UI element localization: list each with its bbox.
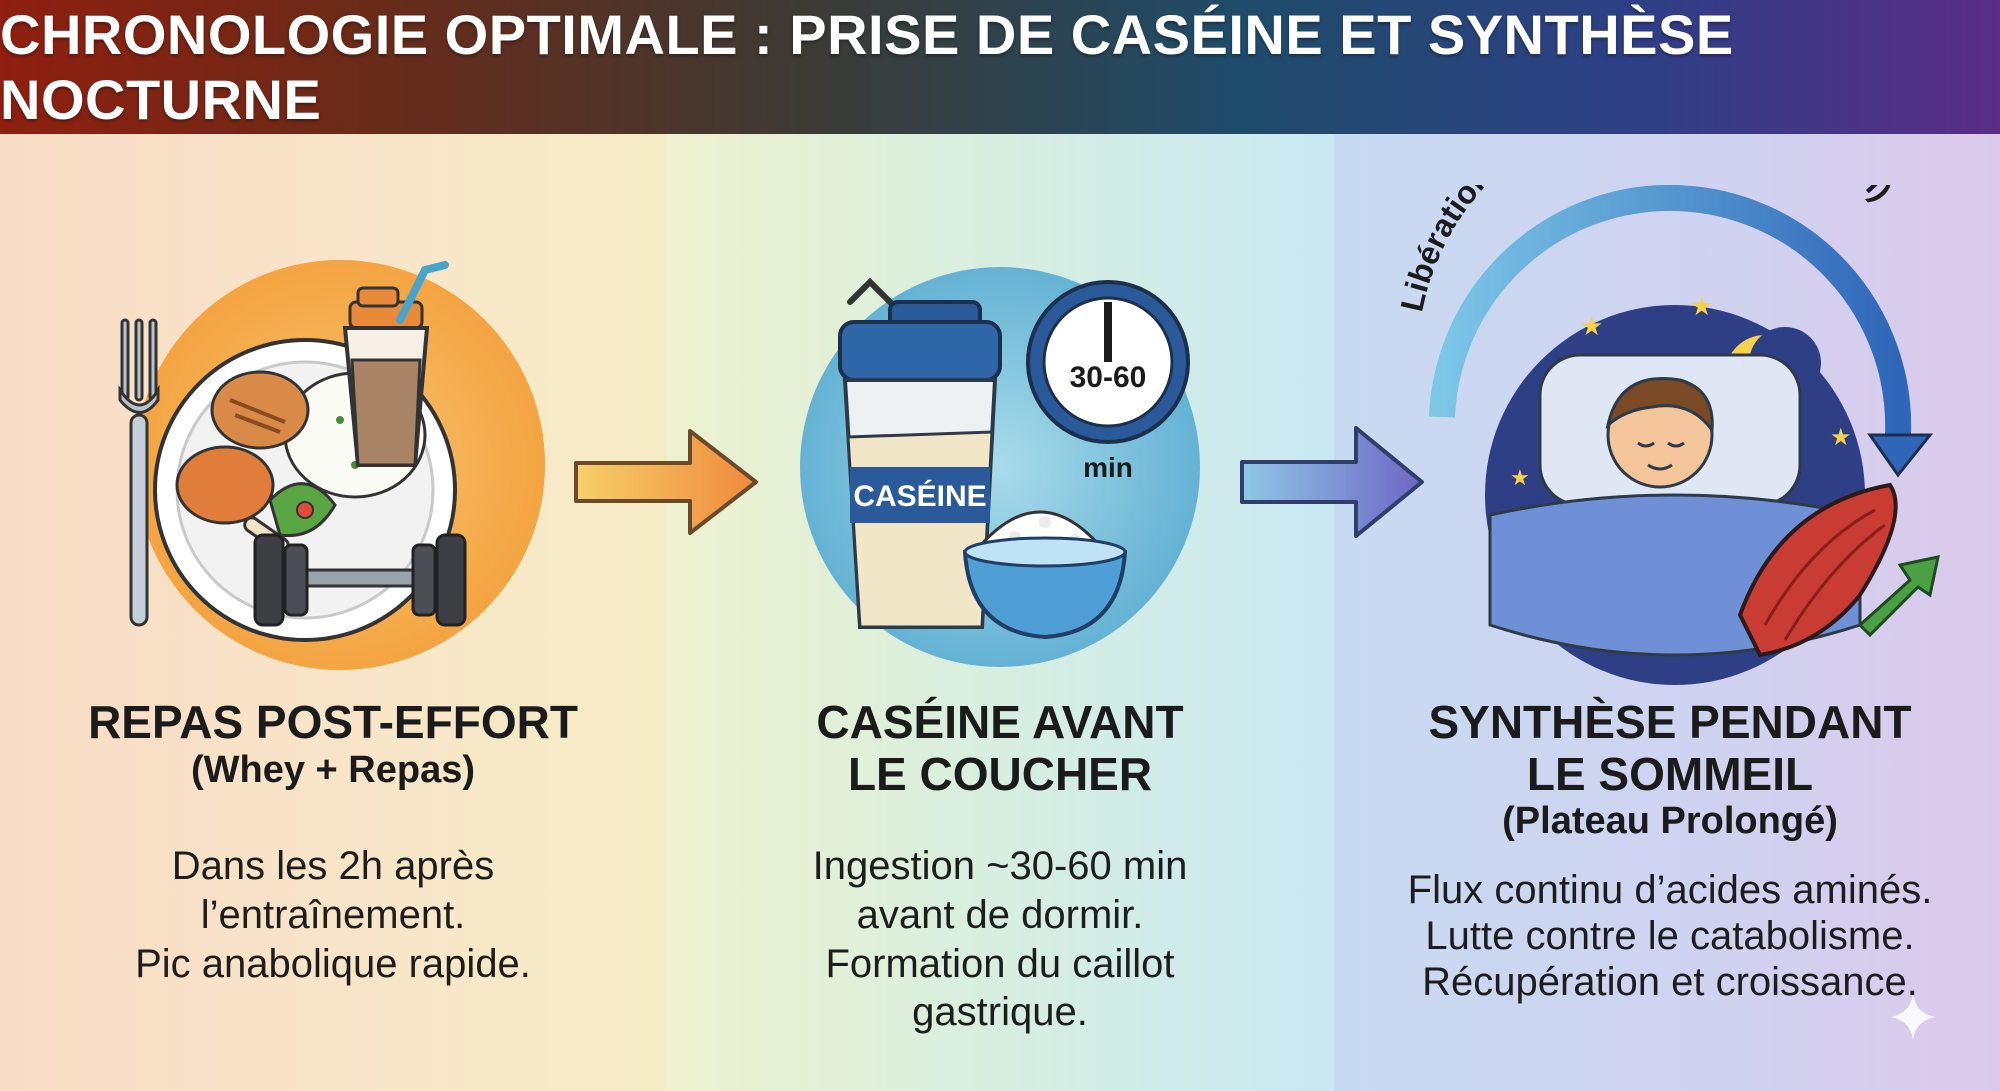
step-2-title-line: CASÉINE AVANT — [816, 696, 1184, 748]
timer-label: 30-60 — [1070, 361, 1147, 394]
step-3-title: SYNTHÈSE PENDANT LE SOMMEIL (Plateau Pro… — [1360, 696, 1980, 843]
step-3-title-line: SYNTHÈSE PENDANT — [1428, 696, 1912, 748]
svg-text:★: ★ — [1690, 291, 1713, 321]
step-2-title: CASÉINE AVANT LE COUCHER — [706, 696, 1294, 800]
step-3-title-line: LE SOMMEIL — [1526, 747, 1814, 800]
timer-unit: min — [1083, 452, 1133, 483]
step-3-desc-line: Lutte contre le catabolisme. — [1425, 914, 1915, 958]
step-2-desc-line: gastrique. — [912, 990, 1088, 1035]
fork-icon — [118, 318, 160, 627]
header-banner: CHRONOLOGIE OPTIMALE : PRISE DE CASÉINE … — [0, 0, 2000, 134]
post-workout-meal-illustration — [118, 260, 545, 670]
step-arrow-1 — [574, 429, 758, 535]
step-1-desc-line: Dans les 2h après — [171, 844, 495, 888]
step-1-title: REPAS POST-EFFORT (Whey + Repas) — [40, 696, 626, 791]
step-2-description: Ingestion ~30-60 min avant de dormir. Fo… — [706, 842, 1294, 1037]
step-1-desc-line: l’entraînement. — [200, 892, 466, 937]
shaker-icon: CASÉINE — [838, 277, 1002, 629]
casein-illustration: CASÉINE 30-60 min — [800, 267, 1200, 667]
svg-text:★: ★ — [1510, 465, 1530, 490]
timer-icon: 30-60 min — [1026, 280, 1190, 483]
step-3-description: Flux continu d’acides aminés. Lutte cont… — [1360, 867, 1980, 1005]
sparkle-icon — [1890, 994, 1936, 1040]
page-title: CHRONOLOGIE OPTIMALE : PRISE DE CASÉINE … — [0, 3, 1734, 131]
step-3-desc-line: Récupération et croissance. — [1422, 960, 1918, 1004]
step-1-subtitle: (Whey + Repas) — [190, 748, 476, 791]
step-3-subtitle: (Plateau Prolongé) — [1502, 800, 1838, 843]
step-1-desc-line: Pic anabolique rapide. — [135, 941, 531, 986]
svg-text:★: ★ — [1580, 311, 1603, 341]
step-2-desc-line: Ingestion ~30-60 min — [812, 844, 1188, 888]
shaker-label: CASÉINE — [853, 479, 986, 513]
dumbbell-icon — [253, 533, 467, 627]
step-2-title-line: LE COUCHER — [847, 747, 1153, 800]
sleep-illustration: Libération lente d'acides aminés (7-8h) … — [1393, 185, 1940, 685]
shaker-icon — [342, 261, 449, 467]
step-1-description: Dans les 2h après l’entraînement. Pic an… — [40, 842, 626, 988]
bowl-icon — [962, 510, 1128, 640]
muscle-icon — [1737, 482, 1940, 658]
svg-text:★: ★ — [1830, 424, 1852, 451]
step-2-desc-line: avant de dormir. — [856, 892, 1144, 937]
step-3-desc-line: Flux continu d’acides aminés. — [1407, 868, 1933, 912]
step-arrow-2 — [1240, 426, 1424, 538]
step-1-title-line: REPAS POST-EFFORT — [88, 696, 578, 748]
step-2-desc-line: Formation du caillot — [825, 941, 1175, 986]
